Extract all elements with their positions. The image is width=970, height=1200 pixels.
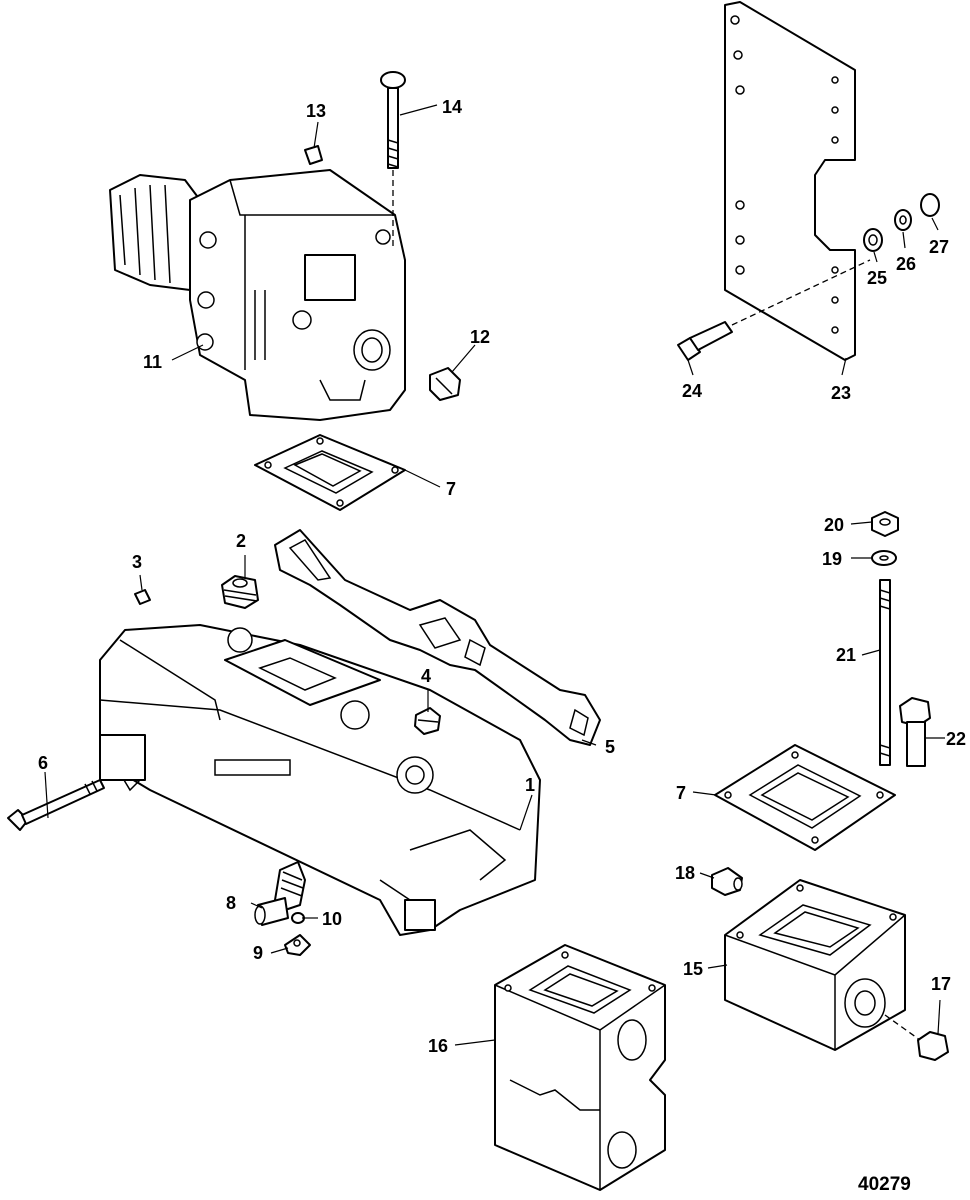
callout-10: 10 — [322, 909, 343, 929]
part-5-gasket — [274, 529, 601, 746]
callout-24: 24 — [682, 381, 703, 401]
part-2-fitting — [221, 575, 259, 609]
callout-27: 27 — [929, 237, 950, 257]
callout-2: 2 — [236, 531, 247, 551]
callout-13: 13 — [306, 101, 327, 121]
callout-7-upper: 7 — [446, 479, 457, 499]
part-18-fitting — [711, 867, 743, 896]
callout-17: 17 — [931, 974, 952, 994]
callout-18: 18 — [675, 863, 696, 883]
figure-number: 40279 — [858, 1174, 911, 1195]
callout-1: 1 — [525, 775, 536, 795]
callout-25: 25 — [867, 268, 888, 288]
part-13-nut — [304, 145, 323, 165]
callout-4: 4 — [421, 666, 432, 686]
part-20-nut — [871, 511, 899, 537]
callout-21: 21 — [836, 645, 857, 665]
callout-15: 15 — [683, 959, 704, 979]
callout-22: 22 — [946, 729, 967, 749]
callout-11: 11 — [143, 352, 163, 372]
gasket-upper — [254, 434, 406, 511]
part-6-bolt — [7, 779, 105, 831]
part-12-plug — [429, 367, 461, 401]
part-16-riser — [494, 944, 666, 1191]
callout-8: 8 — [226, 893, 237, 913]
callout-9: 9 — [253, 943, 264, 963]
gasket-lower — [714, 744, 896, 851]
part-14-bolt — [380, 71, 406, 250]
callout-16: 16 — [428, 1036, 449, 1056]
callout-5: 5 — [605, 737, 616, 757]
callout-6: 6 — [38, 753, 49, 773]
callout-26: 26 — [896, 254, 917, 274]
part-27-cap — [920, 193, 940, 217]
callout-19: 19 — [822, 549, 843, 569]
part-21-stud — [879, 579, 891, 766]
callout-3: 3 — [132, 552, 143, 572]
callout-23: 23 — [831, 383, 852, 403]
part-24-bolt — [677, 259, 871, 361]
mounting-bracket — [724, 1, 856, 361]
part-25-nut — [863, 228, 883, 252]
part-19-washer — [871, 550, 897, 566]
part-3-nut — [134, 589, 151, 605]
exhaust-manifold — [99, 624, 541, 936]
part-15-spacer — [724, 879, 906, 1051]
exhaust-elbow — [109, 169, 406, 421]
part-9-clip — [284, 934, 311, 956]
part-8-elbow-fitting — [254, 861, 306, 926]
part-26-washer — [894, 209, 912, 231]
callout-20: 20 — [824, 515, 845, 535]
callout-7-lower: 7 — [676, 783, 687, 803]
part-17-nut — [884, 1014, 949, 1061]
leader-lines — [44, 104, 945, 1046]
callout-14: 14 — [442, 97, 463, 117]
part-22-bolt — [899, 697, 931, 767]
part-4-plug — [414, 707, 441, 735]
callout-12: 12 — [470, 327, 491, 347]
